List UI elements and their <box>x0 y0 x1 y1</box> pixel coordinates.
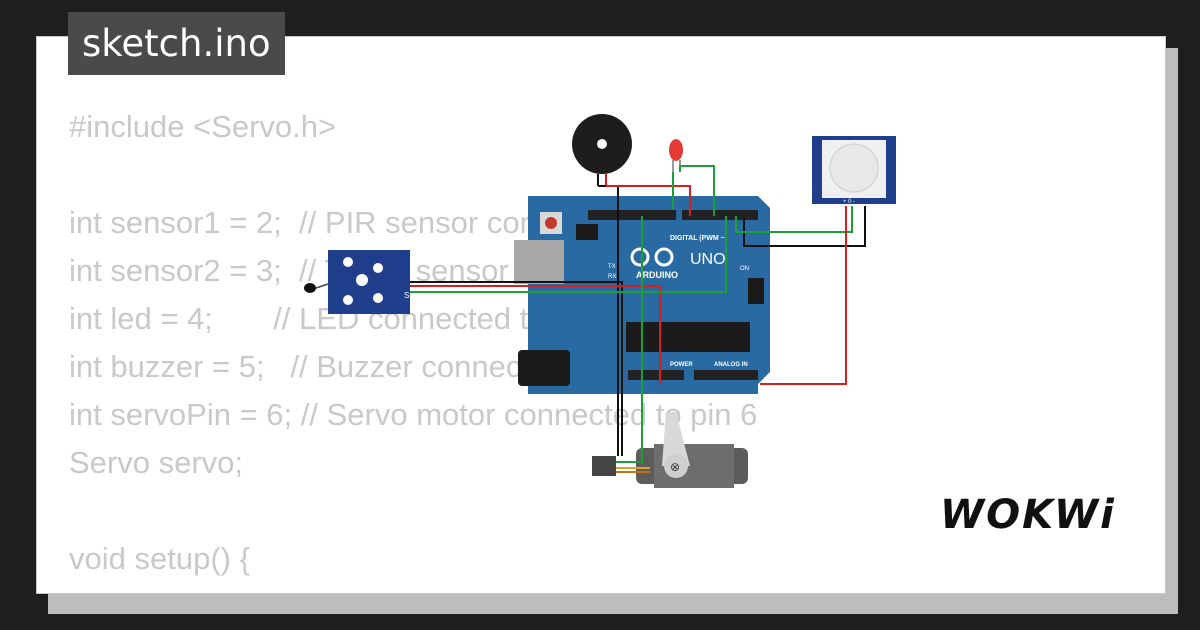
digital-header-right <box>682 210 758 220</box>
power-label: POWER <box>670 362 693 368</box>
on-led-label: ON <box>740 266 749 272</box>
code-line: Servo servo; <box>69 445 244 480</box>
servo-motor[interactable]: ⊗ <box>592 412 748 488</box>
arduino-uno-board[interactable]: ARDUINO UNO DIGITAL (PWM ~) POWER ANALOG… <box>514 196 770 394</box>
analog-label: ANALOG IN <box>714 362 748 368</box>
board-model-label: UNO <box>690 251 726 268</box>
wires <box>410 165 866 473</box>
file-name-tab[interactable]: sketch.ino <box>68 12 285 75</box>
code-line: void setup() { <box>69 541 250 576</box>
sensor-module[interactable]: S <box>304 250 410 314</box>
pir-pin-labels: + 0 - <box>843 199 855 205</box>
arduino-logo-icon <box>654 247 674 267</box>
arduino-logo-icon <box>630 247 650 267</box>
module-pin-label: S <box>404 291 409 300</box>
wokwi-logo: WOKWi <box>940 492 1116 538</box>
code-line: int servoPin = 6; // Servo motor connect… <box>69 397 758 432</box>
pir-motion-sensor[interactable]: + 0 - <box>812 136 896 205</box>
power-header <box>628 370 684 380</box>
analog-header <box>694 370 758 380</box>
digital-header-left <box>588 210 676 220</box>
tx-label: TX <box>608 264 616 270</box>
buzzer[interactable] <box>572 114 632 186</box>
power-jack <box>518 350 570 386</box>
board-brand-label: ARDUINO <box>636 270 678 280</box>
usb-port <box>514 240 564 284</box>
servo-screw-icon: ⊗ <box>670 460 680 474</box>
reset-button[interactable] <box>545 217 557 229</box>
code-line: #include <Servo.h> <box>69 109 337 144</box>
code-line: Serial.begin(9600); <box>69 583 771 593</box>
icsp-header-small <box>576 224 598 240</box>
digital-label: DIGITAL (PWM ~) <box>670 235 727 242</box>
atmega-chip <box>626 322 750 352</box>
rx-label: RX <box>608 274 616 280</box>
icsp-header <box>748 278 764 304</box>
